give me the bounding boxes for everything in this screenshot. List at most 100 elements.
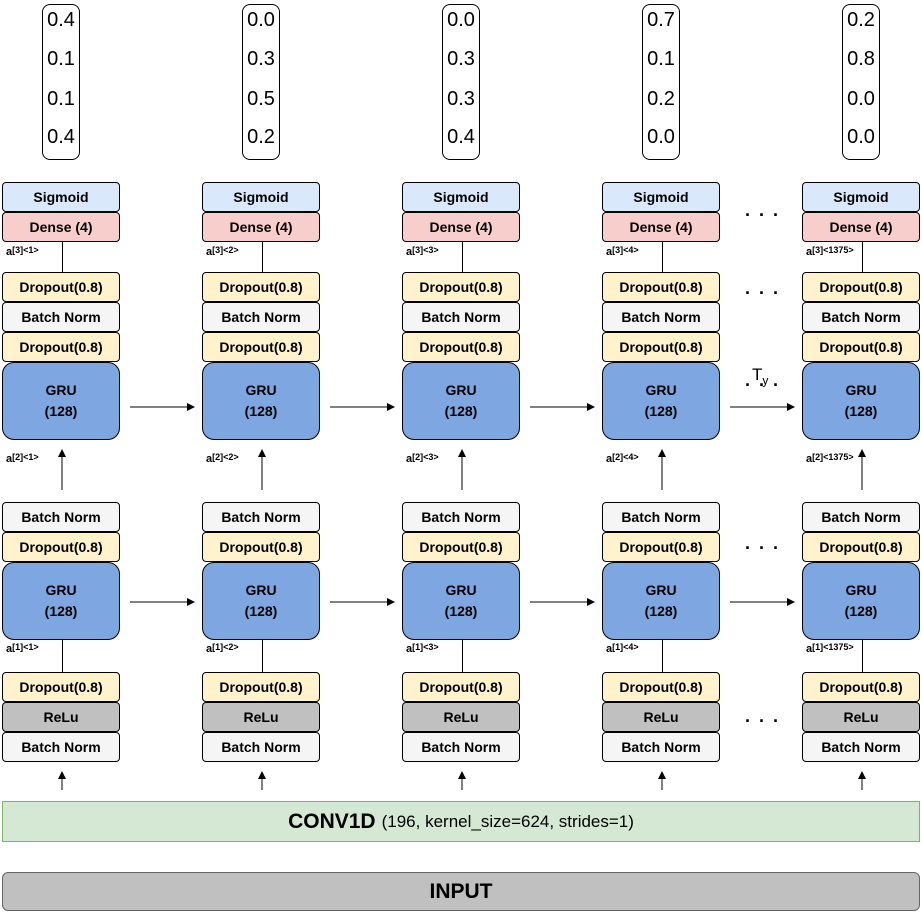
output-value: 0.7 [647, 9, 675, 31]
connector-line [662, 242, 663, 272]
connector-line [662, 640, 663, 672]
relu-box: ReLu [802, 702, 920, 732]
conv1d-layer: CONV1D (196, kernel_size=624, strides=1) [2, 801, 920, 842]
dropout-box: Dropout(0.8) [2, 272, 120, 302]
dropout-box: Dropout(0.8) [2, 532, 120, 562]
sigmoid-box: Sigmoid [202, 182, 320, 212]
gru-layer-1: GRU(128) [202, 562, 320, 640]
output-value: 0.0 [447, 9, 475, 31]
batch-norm-box: Batch Norm [802, 502, 920, 532]
gru-label: GRU [645, 382, 677, 398]
ellipsis-dropout-top: . . . [745, 278, 781, 298]
gru-label: GRU [845, 382, 877, 398]
gru-layer-1: GRU(128) [602, 562, 720, 640]
gru-units: (128) [44, 603, 78, 619]
gru-units: (128) [44, 403, 78, 419]
conv1d-params: (196, kernel_size=624, strides=1) [381, 811, 634, 831]
dropout-box: Dropout(0.8) [202, 272, 320, 302]
connector-line [462, 640, 463, 672]
output-vector: 0.2 0.8 0.0 0.0 [842, 4, 880, 160]
dense-box: Dense (4) [2, 212, 120, 242]
dropout-box: Dropout(0.8) [602, 672, 720, 702]
connector-line [462, 242, 463, 272]
output-value: 0.0 [847, 88, 875, 110]
gru-units: (128) [644, 403, 678, 419]
dropout-box: Dropout(0.8) [402, 332, 520, 362]
gru-units: (128) [844, 603, 878, 619]
output-value: 0.3 [447, 48, 475, 70]
gru-units: (128) [244, 403, 278, 419]
output-value: 0.1 [647, 48, 675, 70]
connector-line [862, 242, 863, 272]
gru-label: GRU [45, 582, 77, 598]
gru-layer-1: GRU (128) [2, 562, 120, 640]
output-value: 0.0 [847, 126, 875, 148]
connector-line [862, 640, 863, 672]
gru-label: GRU [445, 582, 477, 598]
conv1d-title: CONV1D [288, 809, 376, 833]
output-value: 0.4 [447, 126, 475, 148]
ellipsis-dense: . . . [745, 200, 781, 220]
dropout-box: Dropout(0.8) [802, 272, 920, 302]
gru-units: (128) [444, 403, 478, 419]
dropout-box: Dropout(0.8) [602, 332, 720, 362]
dropout-box: Dropout(0.8) [2, 332, 120, 362]
dense-box: Dense (4) [602, 212, 720, 242]
activation-label: a[2]<1375> [806, 452, 854, 465]
activation-label: a[1]<3> [406, 642, 439, 655]
output-value: 0.4 [47, 126, 75, 148]
ellipsis-dropout-mid: . . . [745, 533, 781, 553]
dropout-box: Dropout(0.8) [402, 672, 520, 702]
output-value: 0.2 [247, 126, 275, 148]
output-value: 0.3 [247, 48, 275, 70]
gru-units: (128) [844, 403, 878, 419]
batch-norm-box: Batch Norm [2, 732, 120, 762]
activation-label: a[3]<1375> [806, 245, 854, 258]
relu-box: ReLu [402, 702, 520, 732]
sigmoid-box: Sigmoid [402, 182, 520, 212]
output-value: 0.1 [47, 88, 75, 110]
gru-units: (128) [644, 603, 678, 619]
output-value: 0.2 [847, 9, 875, 31]
dropout-box: Dropout(0.8) [402, 532, 520, 562]
activation-label: a[2]<3> [406, 452, 439, 465]
output-value: 0.5 [247, 88, 275, 110]
dropout-box: Dropout(0.8) [802, 532, 920, 562]
batch-norm-box: Batch Norm [202, 302, 320, 332]
gru-layer-2: GRU (128) [202, 362, 320, 440]
output-vector: 0.4 0.1 0.1 0.4 [42, 4, 80, 160]
activation-label: a[2]<1> [6, 452, 39, 465]
sigmoid-box: Sigmoid [2, 182, 120, 212]
input-layer: INPUT [2, 872, 920, 911]
batch-norm-box: Batch Norm [602, 502, 720, 532]
connector-line [262, 640, 263, 672]
gru-layer-2: GRU (128) [2, 362, 120, 440]
gru-label: GRU [45, 382, 77, 398]
batch-norm-box: Batch Norm [802, 732, 920, 762]
dense-box: Dense (4) [802, 212, 920, 242]
activation-label: a[1]<2> [206, 642, 239, 655]
activation-label: a[1]<4> [606, 642, 639, 655]
batch-norm-box: Batch Norm [602, 732, 720, 762]
output-vector: 0.0 0.3 0.3 0.4 [442, 4, 480, 160]
gru-label: GRU [445, 382, 477, 398]
sigmoid-box: Sigmoid [602, 182, 720, 212]
gru-label: GRU [245, 382, 277, 398]
ellipsis-relu: . . . [745, 706, 781, 726]
batch-norm-box: Batch Norm [602, 302, 720, 332]
activation-label: a[1]<1375> [806, 642, 854, 655]
dropout-box: Dropout(0.8) [602, 272, 720, 302]
activation-label: a[3]<2> [206, 245, 239, 258]
connector-line [262, 242, 263, 272]
activation-label: a[1]<1> [6, 642, 39, 655]
activation-label: a[2]<2> [206, 452, 239, 465]
output-value: 0.0 [247, 9, 275, 31]
output-value: 0.1 [47, 48, 75, 70]
output-value: 0.8 [847, 48, 875, 70]
output-value: 0.3 [447, 88, 475, 110]
output-value: 0.4 [47, 9, 75, 31]
connector-line [62, 640, 63, 672]
activation-label: a[3]<1> [6, 245, 39, 258]
